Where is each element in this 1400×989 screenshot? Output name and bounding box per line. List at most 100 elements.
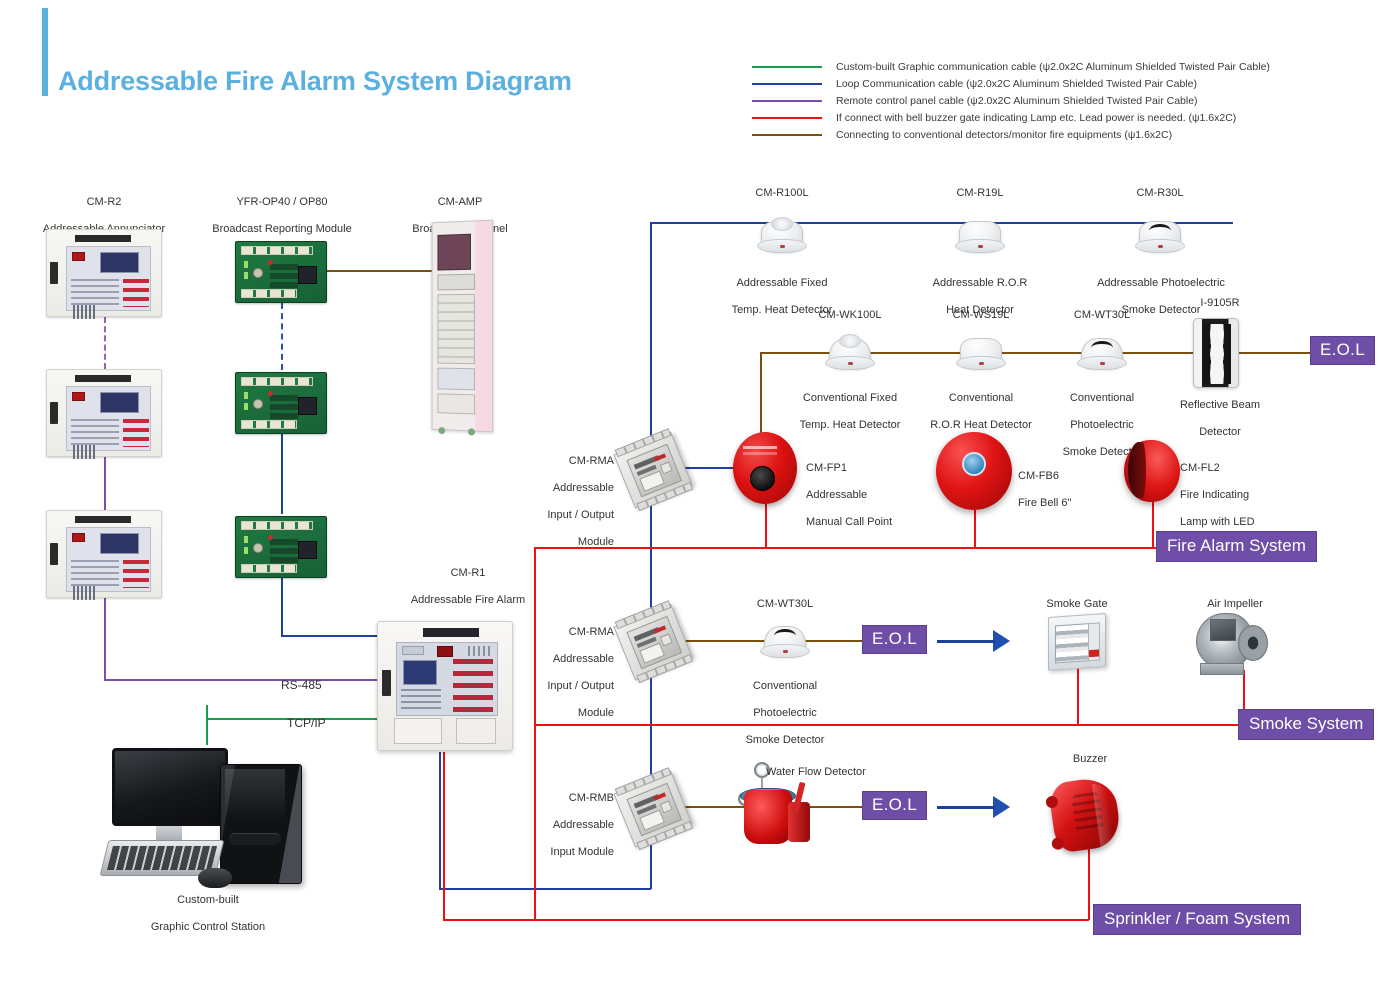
- label-strip: [73, 586, 95, 600]
- wire-blue-smoke-arrow: [937, 640, 995, 643]
- wire-blue-board-1-2: [281, 303, 283, 370]
- capacitor-icon: [253, 268, 263, 278]
- conventional-photoelectric-smoke-detector[interactable]: [1077, 332, 1127, 374]
- air-impeller-device[interactable]: [1196, 613, 1268, 675]
- smoke-chamber-slot-icon: [1149, 224, 1171, 231]
- legend-label: Loop Communication cable (ψ2.0x2C Alumin…: [836, 77, 1197, 90]
- fire-indicating-lamp-device[interactable]: [1124, 440, 1180, 502]
- buzzer-label: Buzzer: [1072, 753, 1108, 765]
- rma-smoke-model: CM-RMA: [568, 625, 614, 638]
- fire-bell-device[interactable]: [936, 432, 1012, 510]
- capacitor-icon: [253, 543, 263, 553]
- legend-swatch-blue: [752, 82, 822, 85]
- legend-item: Custom-built Graphic communication cable…: [752, 58, 1352, 75]
- workstation-caption: Custom-built Graphic Control Station: [112, 880, 304, 934]
- io-module-smoke[interactable]: [613, 600, 694, 684]
- broadcast-module-model: YFR-OP40 / OP80: [236, 195, 328, 208]
- callpoint-label-strip: [743, 446, 777, 449]
- instruction-card: [394, 718, 442, 744]
- fire-alarm-control-panel[interactable]: [377, 621, 513, 751]
- chip-icon: [298, 397, 317, 415]
- eol-badge-conventional-loop: E.O.L: [1310, 336, 1375, 365]
- lock-icon: [50, 543, 58, 565]
- addressable-photoelectric-smoke-detector[interactable]: [1135, 215, 1185, 257]
- caster-icon: [467, 428, 475, 436]
- broadcast-module-caption: YFR-OP40 / OP80 Broadcast Reporting Modu…: [196, 182, 368, 236]
- detector-led-icon: [783, 650, 788, 653]
- control-panel-model: CM-R1: [450, 566, 486, 579]
- detector-model-wt30l-a: CM-WT30L: [1073, 309, 1131, 321]
- broadcast-board-2[interactable]: [235, 372, 327, 434]
- wire-red-panel-drop: [443, 752, 445, 921]
- detector-desc-line2: R.O.R Heat Detector: [930, 418, 1032, 431]
- wire-blue-bottom-run: [439, 888, 651, 890]
- pc-tower-icon: [220, 764, 302, 884]
- buzzer-mount: [1051, 836, 1065, 851]
- annunciator-face: [66, 246, 151, 319]
- water-flow-detector-device[interactable]: [726, 762, 830, 854]
- broadcast-module-name: Broadcast Reporting Module: [212, 222, 352, 235]
- detector-led-icon: [1158, 245, 1163, 248]
- page-title: Addressable Fire Alarm System Diagram: [58, 66, 572, 96]
- wire-blue-board-down: [281, 578, 283, 636]
- annunciator-header-strip: [75, 375, 131, 382]
- connector-header-bottom: [241, 289, 297, 298]
- zone-led-rows: [401, 689, 441, 713]
- lcd-display: [100, 392, 139, 413]
- addressable-ror-heat-detector[interactable]: [955, 215, 1005, 257]
- buzzer-device[interactable]: [1041, 769, 1137, 858]
- annunciator-device-3[interactable]: [46, 510, 162, 600]
- rma-smoke-line2: Input / Output: [547, 679, 614, 692]
- detector-desc-line2: Temp. Heat Detector: [799, 418, 901, 431]
- smoke-gate-device[interactable]: [1048, 612, 1106, 672]
- lcd-display: [100, 252, 139, 273]
- broadcast-board-3[interactable]: [235, 516, 327, 578]
- annunciator-device-1[interactable]: [46, 229, 162, 319]
- addressable-fixed-temp-heat-detector[interactable]: [757, 215, 807, 257]
- callpoint-push-button[interactable]: [750, 466, 775, 491]
- panel-keypad: [453, 659, 493, 713]
- firelamp-line1: Fire Indicating: [1180, 488, 1250, 501]
- broadcast-board-1[interactable]: [235, 241, 327, 303]
- workstation-line2: Graphic Control Station: [150, 920, 266, 933]
- legend-item: Remote control panel cable (ψ2.0x2C Alum…: [752, 92, 1352, 109]
- rack-controls: [437, 367, 475, 391]
- module-red-marker: [653, 453, 667, 462]
- smoke-system-photoelectric-detector[interactable]: [760, 620, 810, 662]
- input-module-sprinkler[interactable]: [613, 767, 694, 851]
- lamp-side-cap: [1128, 442, 1146, 498]
- printer-slot[interactable]: [456, 718, 496, 744]
- led-green-icon: [244, 261, 248, 268]
- rmb-caption: CM-RMB Addressable Input Module: [530, 778, 614, 859]
- led-red-icon: [268, 535, 273, 540]
- detector-name-wk100l: Conventional Fixed Temp. Heat Detector: [785, 378, 915, 432]
- detector-name-i9105r: Reflective Beam Detector: [1160, 385, 1280, 439]
- annunciator-face: [66, 527, 151, 600]
- detector-led-icon: [780, 245, 785, 248]
- module-screw-icon: [659, 633, 673, 647]
- callpoint-caption: CM-FP1 Addressable Manual Call Point: [806, 448, 966, 529]
- conventional-ror-heat-detector[interactable]: [956, 332, 1006, 374]
- reflective-beam-detector[interactable]: [1193, 318, 1239, 388]
- led-green-icon: [244, 392, 248, 399]
- water-flow-detector-label: Water Flow Detector: [766, 766, 866, 778]
- connector-header-top: [241, 246, 313, 255]
- rack-drawer: [437, 393, 475, 415]
- graphic-control-station-device[interactable]: [99, 740, 312, 895]
- chip-icon: [298, 266, 317, 284]
- conventional-fixed-temp-heat-detector[interactable]: [825, 332, 875, 374]
- workstation-line1: Custom-built: [177, 893, 239, 906]
- manual-call-point-device[interactable]: [733, 432, 797, 504]
- panel-face: [396, 642, 498, 716]
- wire-brown-detector-run: [760, 352, 1314, 354]
- heat-sensor-element-icon: [839, 334, 861, 348]
- module-red-marker: [653, 625, 667, 634]
- io-module-fire-alarm[interactable]: [613, 428, 694, 512]
- led-red-icon: [268, 260, 273, 265]
- broadcasting-panel-device[interactable]: [431, 219, 494, 436]
- rma-smoke-caption: CM-RMA Addressable Input / Output Module: [530, 612, 614, 720]
- annunciator-device-2[interactable]: [46, 369, 162, 459]
- wire-red-callpoint-drop: [765, 500, 767, 548]
- tcpip-label: TCP/IP: [287, 716, 326, 730]
- smoke-detector-model: CM-WT30L: [756, 598, 814, 610]
